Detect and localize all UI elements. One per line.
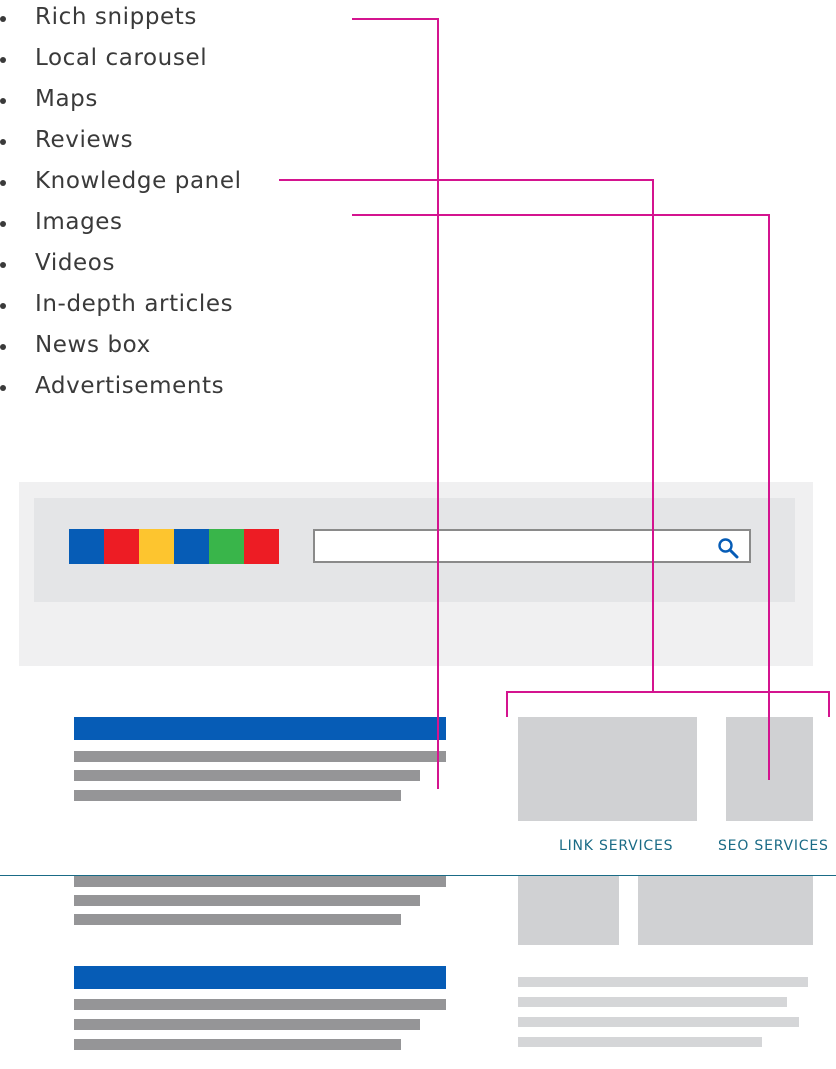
logo-block — [139, 529, 174, 564]
bullet-icon — [0, 180, 6, 186]
feature-label-local-carousel: Local carousel — [35, 45, 208, 71]
logo-block — [174, 529, 209, 564]
feature-label-news-box: News box — [35, 332, 151, 358]
bullet-icon — [0, 344, 6, 350]
search-input[interactable] — [313, 529, 751, 563]
panel-text-line — [518, 1037, 762, 1047]
connector-group — [279, 18, 830, 789]
feature-label-rich-snippets: Rich snippets — [35, 4, 198, 30]
bullet-icon — [0, 385, 6, 391]
result-text-line — [74, 876, 446, 887]
result-text-line — [74, 1019, 420, 1030]
logo-block — [69, 529, 104, 564]
knowledge-panel-image — [638, 876, 813, 945]
result-title-bar — [74, 966, 446, 989]
knowledge-panel-image — [518, 717, 697, 821]
logo-block — [104, 529, 139, 564]
feature-label-reviews: Reviews — [35, 127, 134, 153]
fold-divider — [0, 875, 836, 876]
panel-text-line — [518, 997, 787, 1007]
result-text-line — [74, 770, 420, 781]
result-text-line — [74, 1039, 401, 1050]
result-text-line — [74, 751, 446, 762]
connector-knowledge-panel — [279, 179, 654, 692]
bullet-icon — [0, 57, 6, 63]
logo-block — [209, 529, 244, 564]
feature-label-maps: Maps — [35, 86, 98, 112]
bullet-icon — [0, 139, 6, 145]
result-text-line — [74, 790, 401, 801]
bullet-icon — [0, 16, 6, 22]
connector-knowledge-bracket — [506, 691, 830, 717]
bullet-icon — [0, 303, 6, 309]
result-text-line — [74, 999, 446, 1010]
feature-label-knowledge-panel: Knowledge panel — [35, 168, 242, 194]
panel-text-line — [518, 1017, 799, 1027]
logo-block — [244, 529, 279, 564]
magnifier-icon[interactable] — [717, 537, 739, 559]
feature-label-videos: Videos — [35, 250, 116, 276]
bullet-icon — [0, 221, 6, 227]
bullet-icon — [0, 98, 6, 104]
connector-rich-snippets — [352, 18, 439, 789]
link-services-label: LINK SERVICES — [559, 838, 674, 854]
bullet-icon — [0, 262, 6, 268]
result-text-line — [74, 895, 420, 906]
result-text-line — [74, 914, 401, 925]
seo-services-label: SEO SERVICES — [718, 838, 829, 854]
feature-label-images: Images — [35, 209, 123, 235]
panel-text-line — [518, 977, 808, 987]
feature-label-advertisements: Advertisements — [35, 373, 225, 399]
connector-images — [352, 214, 770, 780]
result-title-bar — [74, 717, 446, 740]
feature-label-in-depth-articles: In-depth articles — [35, 291, 234, 317]
knowledge-panel-image — [518, 876, 619, 945]
